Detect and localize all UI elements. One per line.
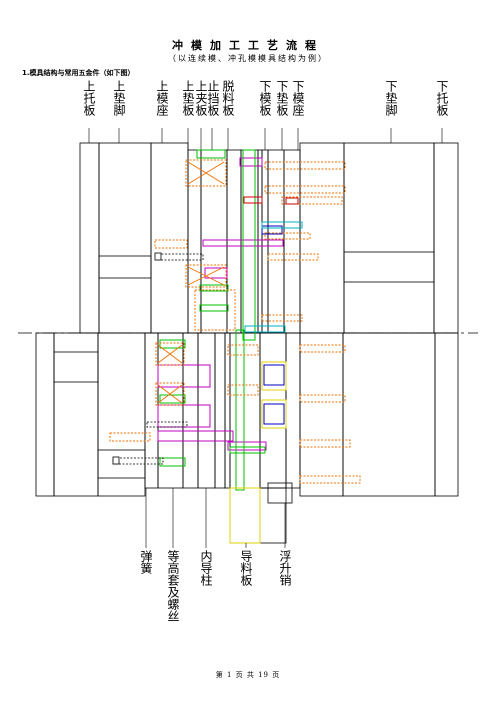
document-subtitle: （以连续模、冲孔模模具结构为例） [168,54,328,63]
label-upper-die-set: 上模座 [155,80,169,116]
label-stop-bolt-and-screw: 等高套及螺丝 [166,550,180,622]
label-spring: 弹簧 [139,550,153,574]
label-lower-spacer-block: 下垫脚 [384,80,398,116]
label-upper-clamp-plate: 上夹板 [194,80,208,116]
label-upper-support-plate: 上托板 [82,80,96,116]
upper-plates [79,142,459,334]
label-stop-plate: 止挡板 [206,80,220,116]
label-inner-guide-pillar: 内导柱 [199,550,213,586]
label-lower-support-plate: 下托板 [435,80,449,116]
document-title: 冲模加工工艺流程 [172,39,324,52]
label-upper-backing-plate: 上垫板 [181,80,195,116]
screws-and-springs [109,159,361,484]
spring-coils [157,161,225,404]
page-footer: 第 1 页 共 19 页 [215,671,281,679]
guide-parts [159,149,266,491]
top-leader-lines [88,128,443,150]
label-stock-guide-plate: 导料板 [239,550,253,586]
label-lower-die-plate: 下模板 [258,80,272,116]
yellow-parts [229,361,287,544]
red-parts [243,196,299,205]
label-stripper-plate: 脱料板 [221,80,235,116]
label-lower-backing-plate: 下垫板 [275,80,289,116]
label-lower-die-set: 下模座 [291,80,305,116]
lower-plates [35,332,459,544]
section-heading: 1.模具结构与常用五金件（如下图） [22,69,135,77]
cyan-parts [244,221,303,333]
blue-parts [261,225,285,425]
label-lifter-pin: 浮升销 [278,550,292,586]
label-upper-spacer-block: 上垫脚 [112,80,126,116]
bottom-leader-lines [145,488,286,548]
